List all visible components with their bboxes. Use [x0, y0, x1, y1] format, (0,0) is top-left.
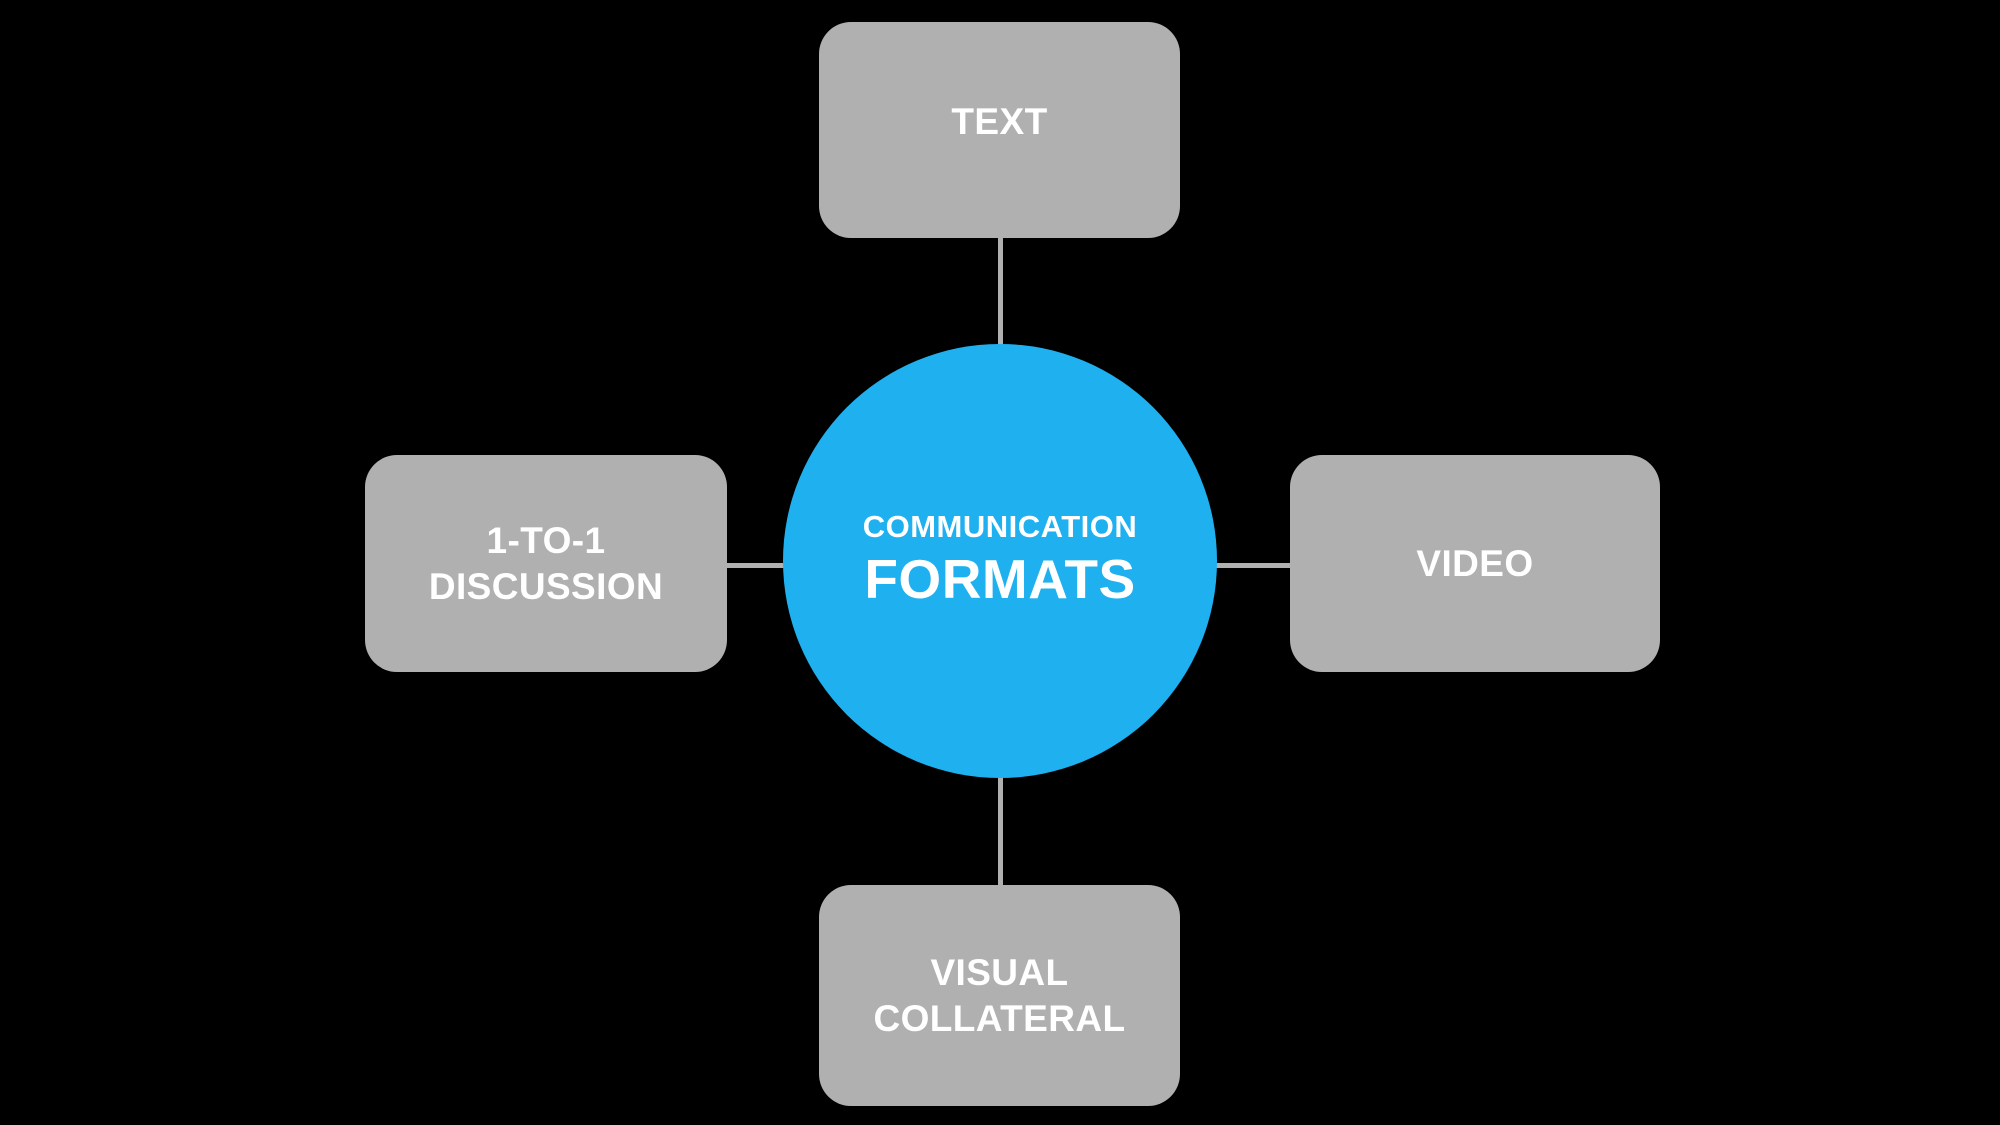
hub-title-main: FORMATS [864, 547, 1136, 610]
node-video-label: VIDEO [1416, 542, 1534, 584]
node-visual-collateral[interactable]: VISUAL COLLATERAL [819, 885, 1180, 1106]
node-video[interactable]: VIDEO [1290, 455, 1660, 672]
node-one-to-one-discussion-label: 1-TO-1 DISCUSSION [428, 519, 664, 607]
connector-hub-to-video [1185, 563, 1292, 568]
connector-hub-to-text [998, 236, 1003, 356]
node-visual-collateral-label: VISUAL COLLATERAL [873, 951, 1126, 1039]
connector-hub-to-visual [998, 766, 1003, 888]
node-one-to-one-discussion[interactable]: 1-TO-1 DISCUSSION [365, 455, 727, 672]
connector-hub-to-discussion [725, 563, 815, 568]
hub-circle[interactable]: COMMUNICATION FORMATS [783, 344, 1217, 778]
hub-title-top: COMMUNICATION [862, 509, 1138, 545]
node-text[interactable]: TEXT [819, 22, 1180, 238]
node-text-label: TEXT [951, 101, 1048, 143]
